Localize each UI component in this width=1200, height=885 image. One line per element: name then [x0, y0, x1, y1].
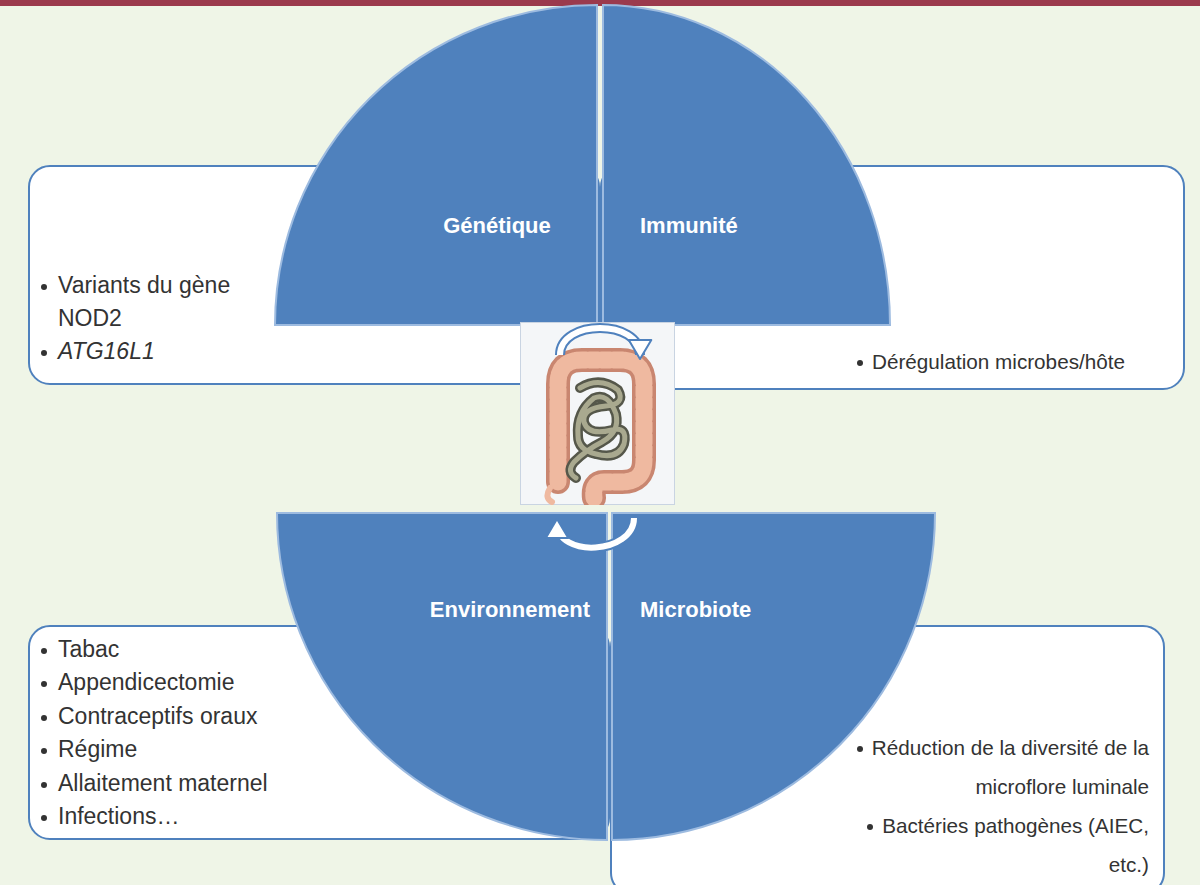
factor-item: Variants du gène NOD2 — [58, 269, 253, 335]
bullet-list: Variants du gène NOD2ATG16L1 — [38, 269, 253, 368]
factor-item: Dérégulation microbes/hôte — [872, 350, 1125, 373]
quarter-outline — [277, 513, 607, 840]
factor-item: Tabac — [58, 633, 338, 666]
bullet-item: Contraceptifs oraux — [38, 700, 338, 733]
quarter-shape — [277, 513, 607, 840]
quarter-outline — [603, 5, 890, 325]
bullet-dot — [41, 782, 47, 788]
bullet-item: Allaitement maternel — [38, 767, 338, 800]
top-bar — [0, 0, 1200, 6]
factor-heading: Génétique — [443, 213, 551, 239]
bullet-item: ATG16L1 — [38, 335, 253, 368]
quarter-shape — [612, 513, 935, 840]
bullet-item: Régime — [38, 733, 338, 766]
bullet-item: Dérégulation microbes/hôte — [705, 345, 1125, 380]
factor-item: Régime — [58, 733, 338, 766]
quarter-shape — [275, 5, 597, 325]
bullet-list: Dérégulation microbes/hôte — [705, 345, 1125, 380]
bullet-dot — [857, 746, 863, 752]
quarter-outline — [612, 513, 935, 840]
bullet-item: Variants du gène NOD2 — [38, 269, 253, 335]
factor-heading: Immunité — [640, 213, 738, 239]
factor-heading: Environnement — [430, 597, 590, 623]
factor-item: Infections… — [58, 800, 338, 833]
factor-quarter: Immunité — [603, 5, 890, 325]
bullet-item: Tabac — [38, 633, 338, 666]
bullet-list: Réduction de la diversité de la microflo… — [831, 729, 1149, 885]
factor-quarter: Microbiote — [612, 513, 935, 840]
bullet-dot — [41, 748, 47, 754]
factor-item: Contraceptifs oraux — [58, 700, 338, 733]
cycle-arrow — [560, 328, 651, 359]
factor-item: Allaitement maternel — [58, 767, 338, 800]
bullet-dot — [41, 815, 47, 821]
bullet-dot — [857, 360, 863, 366]
bullet-item: Infections… — [38, 800, 338, 833]
bullet-item: Réduction de la diversité de la microflo… — [831, 729, 1149, 807]
factor-quarter: Génétique — [275, 5, 597, 325]
quarter-outline — [275, 5, 597, 325]
arrow-line — [560, 328, 640, 355]
factor-heading: Microbiote — [640, 597, 751, 623]
bullet-dot — [41, 350, 47, 356]
factor-item: Réduction de la diversité de la microflo… — [872, 736, 1149, 798]
bullet-list: TabacAppendicectomieContraceptifs orauxR… — [38, 633, 338, 833]
bullet-dot — [41, 284, 47, 290]
arrow-line — [560, 328, 640, 355]
bullet-dot — [41, 681, 47, 687]
factor-quarter: Environnement — [277, 513, 607, 840]
bullet-item: Bactéries pathogènes (AIEC, etc.) — [831, 807, 1149, 885]
intestine-illustration — [520, 322, 675, 505]
arrow-head — [629, 340, 652, 359]
bullet-dot — [41, 715, 47, 721]
factor-item: ATG16L1 — [58, 335, 253, 368]
quarter-shape — [603, 5, 890, 325]
bullet-dot — [867, 824, 873, 830]
bullet-dot — [41, 648, 47, 654]
factor-item: Bactéries pathogènes (AIEC, etc.) — [882, 814, 1149, 876]
factor-item: Appendicectomie — [58, 666, 338, 699]
bullet-item: Appendicectomie — [38, 666, 338, 699]
